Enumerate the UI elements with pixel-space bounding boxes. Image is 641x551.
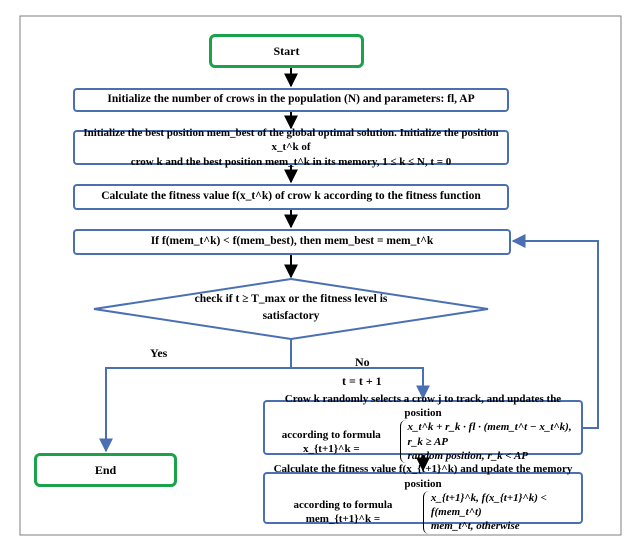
memory-case-1: x_{t+1}^k, f(x_{t+1}^k) < f(mem_t^t) (430, 491, 547, 519)
init-positions-line1: Initialize the best position mem_best of… (83, 127, 499, 154)
end-label: End (94, 462, 117, 477)
start-terminal: Start (209, 34, 364, 68)
track-line1: Crow k randomly selects a crow j to trac… (284, 392, 562, 420)
yes-label: Yes (150, 346, 168, 360)
update-best-text: If f(mem_t^k) < f(mem_best), then mem_be… (150, 235, 434, 248)
track-case-2: random position, r_k < AP (407, 449, 529, 462)
increment-label: t = t + 1 (342, 374, 382, 388)
update-best-box: If f(mem_t^k) < f(mem_best), then mem_be… (73, 229, 511, 255)
track-formula-prefix: according to formula x_{t+1}^k = (281, 428, 381, 455)
fitness-box: Calculate the fitness value f(x_t^k) of … (73, 184, 509, 210)
fitness-text: Calculate the fitness value f(x_t^k) of … (101, 190, 481, 203)
diagram-frame (19, 15, 622, 536)
memory-update-box: Calculate the fitness value f(x_{t+1}^k)… (263, 463, 583, 534)
init-population-text: Initialize the number of crows in the po… (107, 93, 475, 106)
memory-formula: according to formula mem_{t+1}^k = x_{t+… (265, 490, 581, 534)
memory-line1: Calculate the fitness value f(x_{t+1}^k)… (273, 463, 573, 490)
arrow-yes-to-end (99, 367, 291, 453)
arrow-loop-back (511, 234, 599, 429)
start-label: Start (273, 43, 300, 58)
memory-formula-cases: x_{t+1}^k, f(x_{t+1}^k) < f(mem_t^t) mem… (422, 490, 581, 534)
track-update-box: Crow k randomly selects a crow j to trac… (263, 393, 583, 464)
arrow-no-to-track (291, 367, 430, 400)
track-case-1: x_t^k + r_k · fl · (mem_t^t − x_t^k), r_… (407, 421, 572, 448)
init-positions-box: Initialize the best position mem_best of… (73, 127, 509, 168)
memory-formula-prefix: according to formula mem_{t+1}^k = (293, 499, 393, 526)
memory-case-2: mem_t^t, otherwise (430, 520, 520, 533)
decision-line2: satisfactory (262, 310, 320, 323)
track-formula-cases: x_t^k + r_k · fl · (mem_t^t − x_t^k), r_… (399, 420, 581, 464)
init-positions-line2: crow k and the best position mem_t^k in … (130, 155, 452, 168)
no-label: No (355, 355, 370, 369)
decision-line1: check if t ≥ T_max or the fitness level … (194, 293, 388, 305)
decision-text: check if t ≥ T_max or the fitness level … (170, 291, 412, 326)
track-formula: according to formula x_{t+1}^k = x_t^k +… (265, 420, 581, 464)
end-terminal: End (34, 453, 177, 487)
init-population-box: Initialize the number of crows in the po… (73, 88, 509, 112)
